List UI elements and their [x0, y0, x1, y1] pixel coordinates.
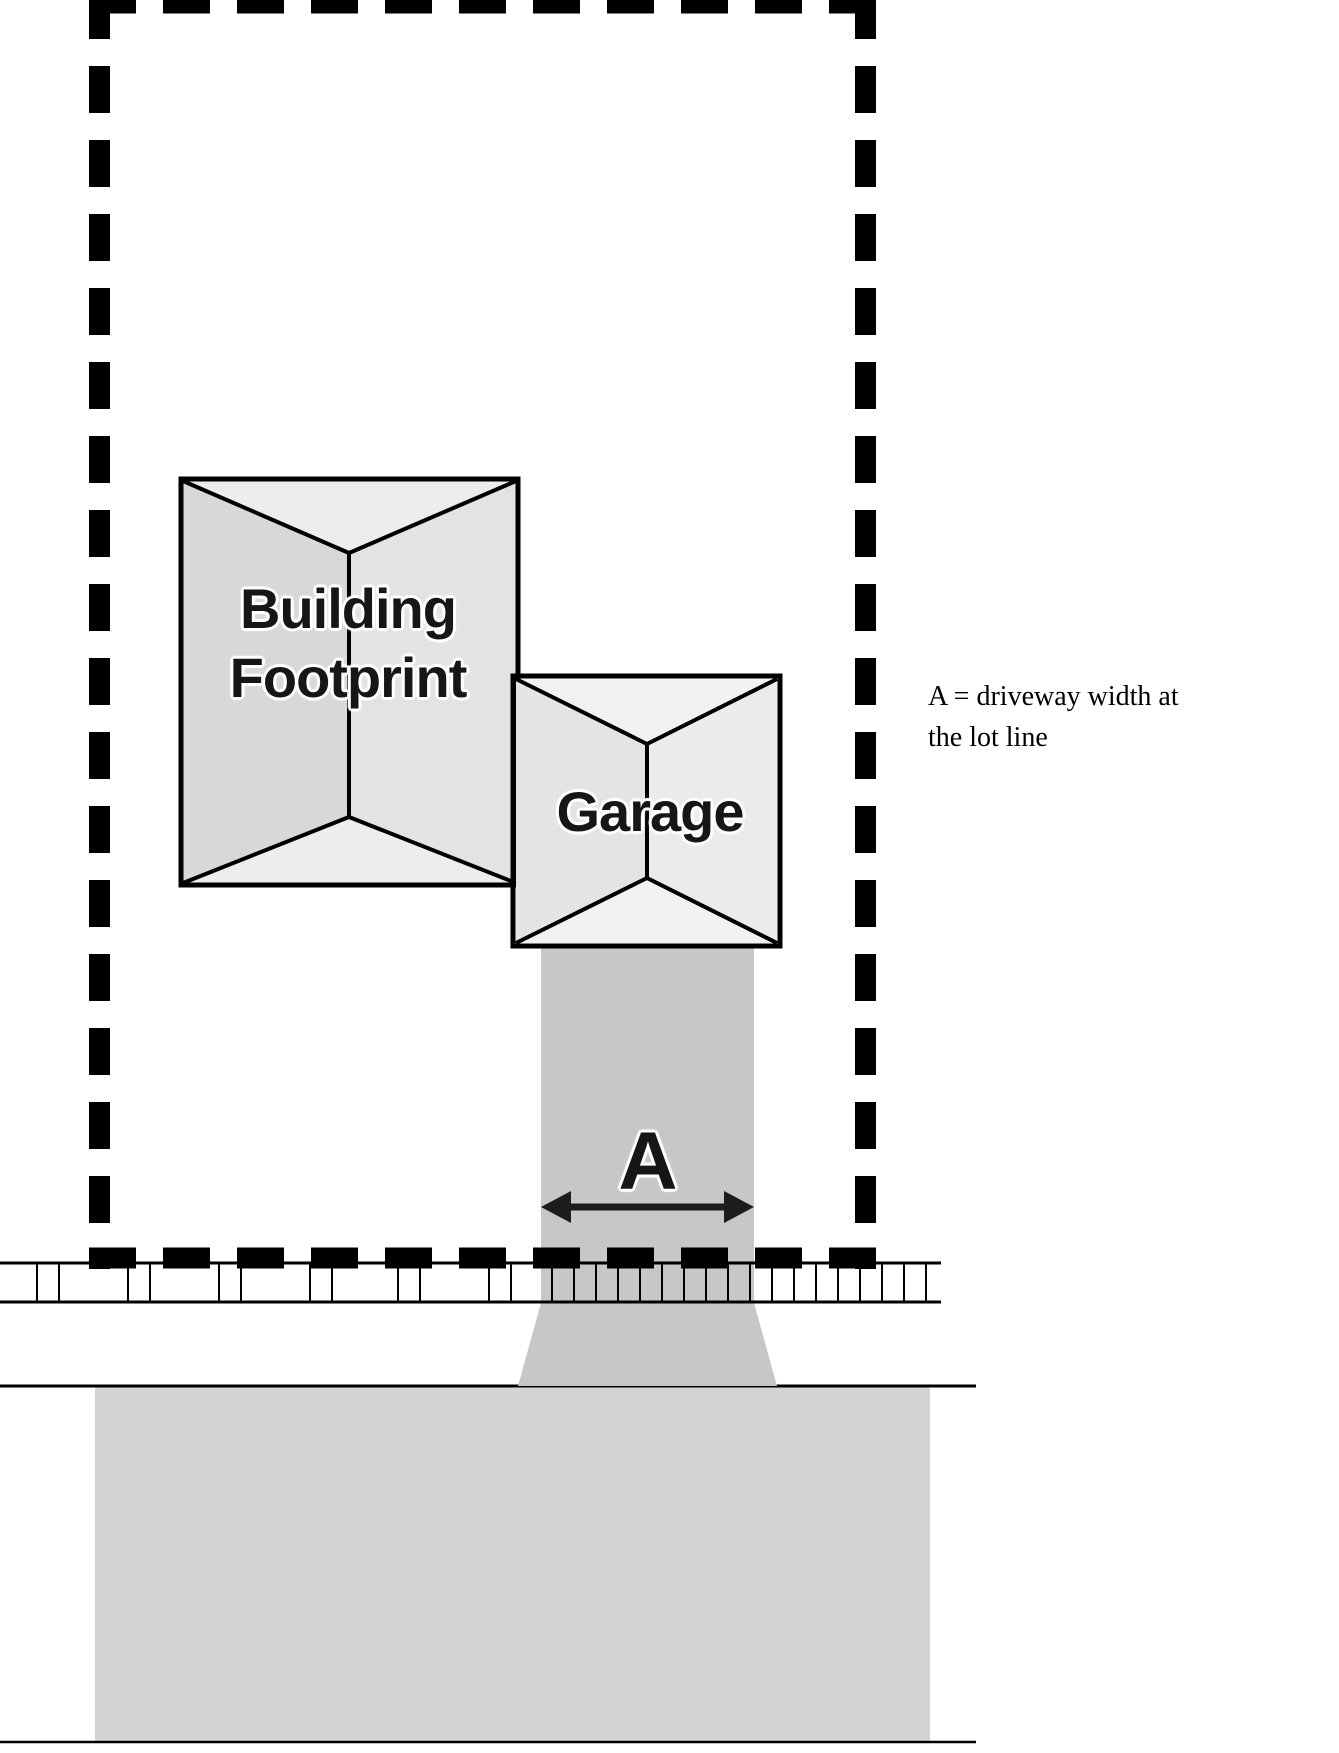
- building-footprint-label-line1: Building: [240, 577, 457, 640]
- building-roof-plane-right: [349, 481, 516, 883]
- building-roof-hip-topleft: [182, 479, 350, 555]
- building-roof-hip-topright: [348, 479, 517, 555]
- garage-label: Garage: [556, 780, 745, 843]
- garage-roof-plane-left: [516, 679, 647, 943]
- building-footprint-label: Building Footprint: [146, 574, 550, 712]
- garage-roof-hip-bottomleft: [515, 876, 648, 945]
- driveway-width-arrow: [541, 1191, 754, 1223]
- annotation-line2: the lot line: [928, 722, 1048, 753]
- width-arrowhead-right: [724, 1191, 754, 1223]
- building-roof-hip-bottomleft: [182, 815, 350, 885]
- building-roof-hip-bottomright: [348, 815, 517, 885]
- driveway-apron: [518, 1303, 777, 1386]
- building-roof-plane-bottom: [183, 817, 516, 883]
- garage-roof-hip-topright: [646, 677, 778, 746]
- building-footprint-label-line2: Footprint: [229, 646, 468, 709]
- sidewalk-ticks: [36, 1263, 927, 1302]
- driveway-width-label: A: [618, 1116, 678, 1207]
- garage-roof-plane-right: [647, 679, 777, 943]
- building-roof-plane-top: [183, 481, 516, 553]
- building-footprint: [178, 476, 521, 888]
- garage-outline: [510, 673, 783, 949]
- driveway: [541, 944, 754, 1303]
- street-pavement: [95, 1387, 930, 1742]
- garage-roof-hip-topleft: [515, 677, 648, 746]
- garage-roof-plane-bottom: [516, 878, 777, 943]
- garage-roof-hip-bottomright: [646, 876, 778, 945]
- building-roof-plane-left: [183, 481, 349, 883]
- lot-boundary: [89, 0, 876, 1269]
- garage: [510, 673, 783, 949]
- annotation-text: A = driveway width at the lot line: [928, 676, 1228, 758]
- garage-roof-plane-top: [516, 679, 777, 744]
- annotation-line1: A = driveway width at: [928, 681, 1179, 712]
- sidewalk: [0, 1261, 941, 1304]
- width-arrowhead-left: [541, 1191, 571, 1223]
